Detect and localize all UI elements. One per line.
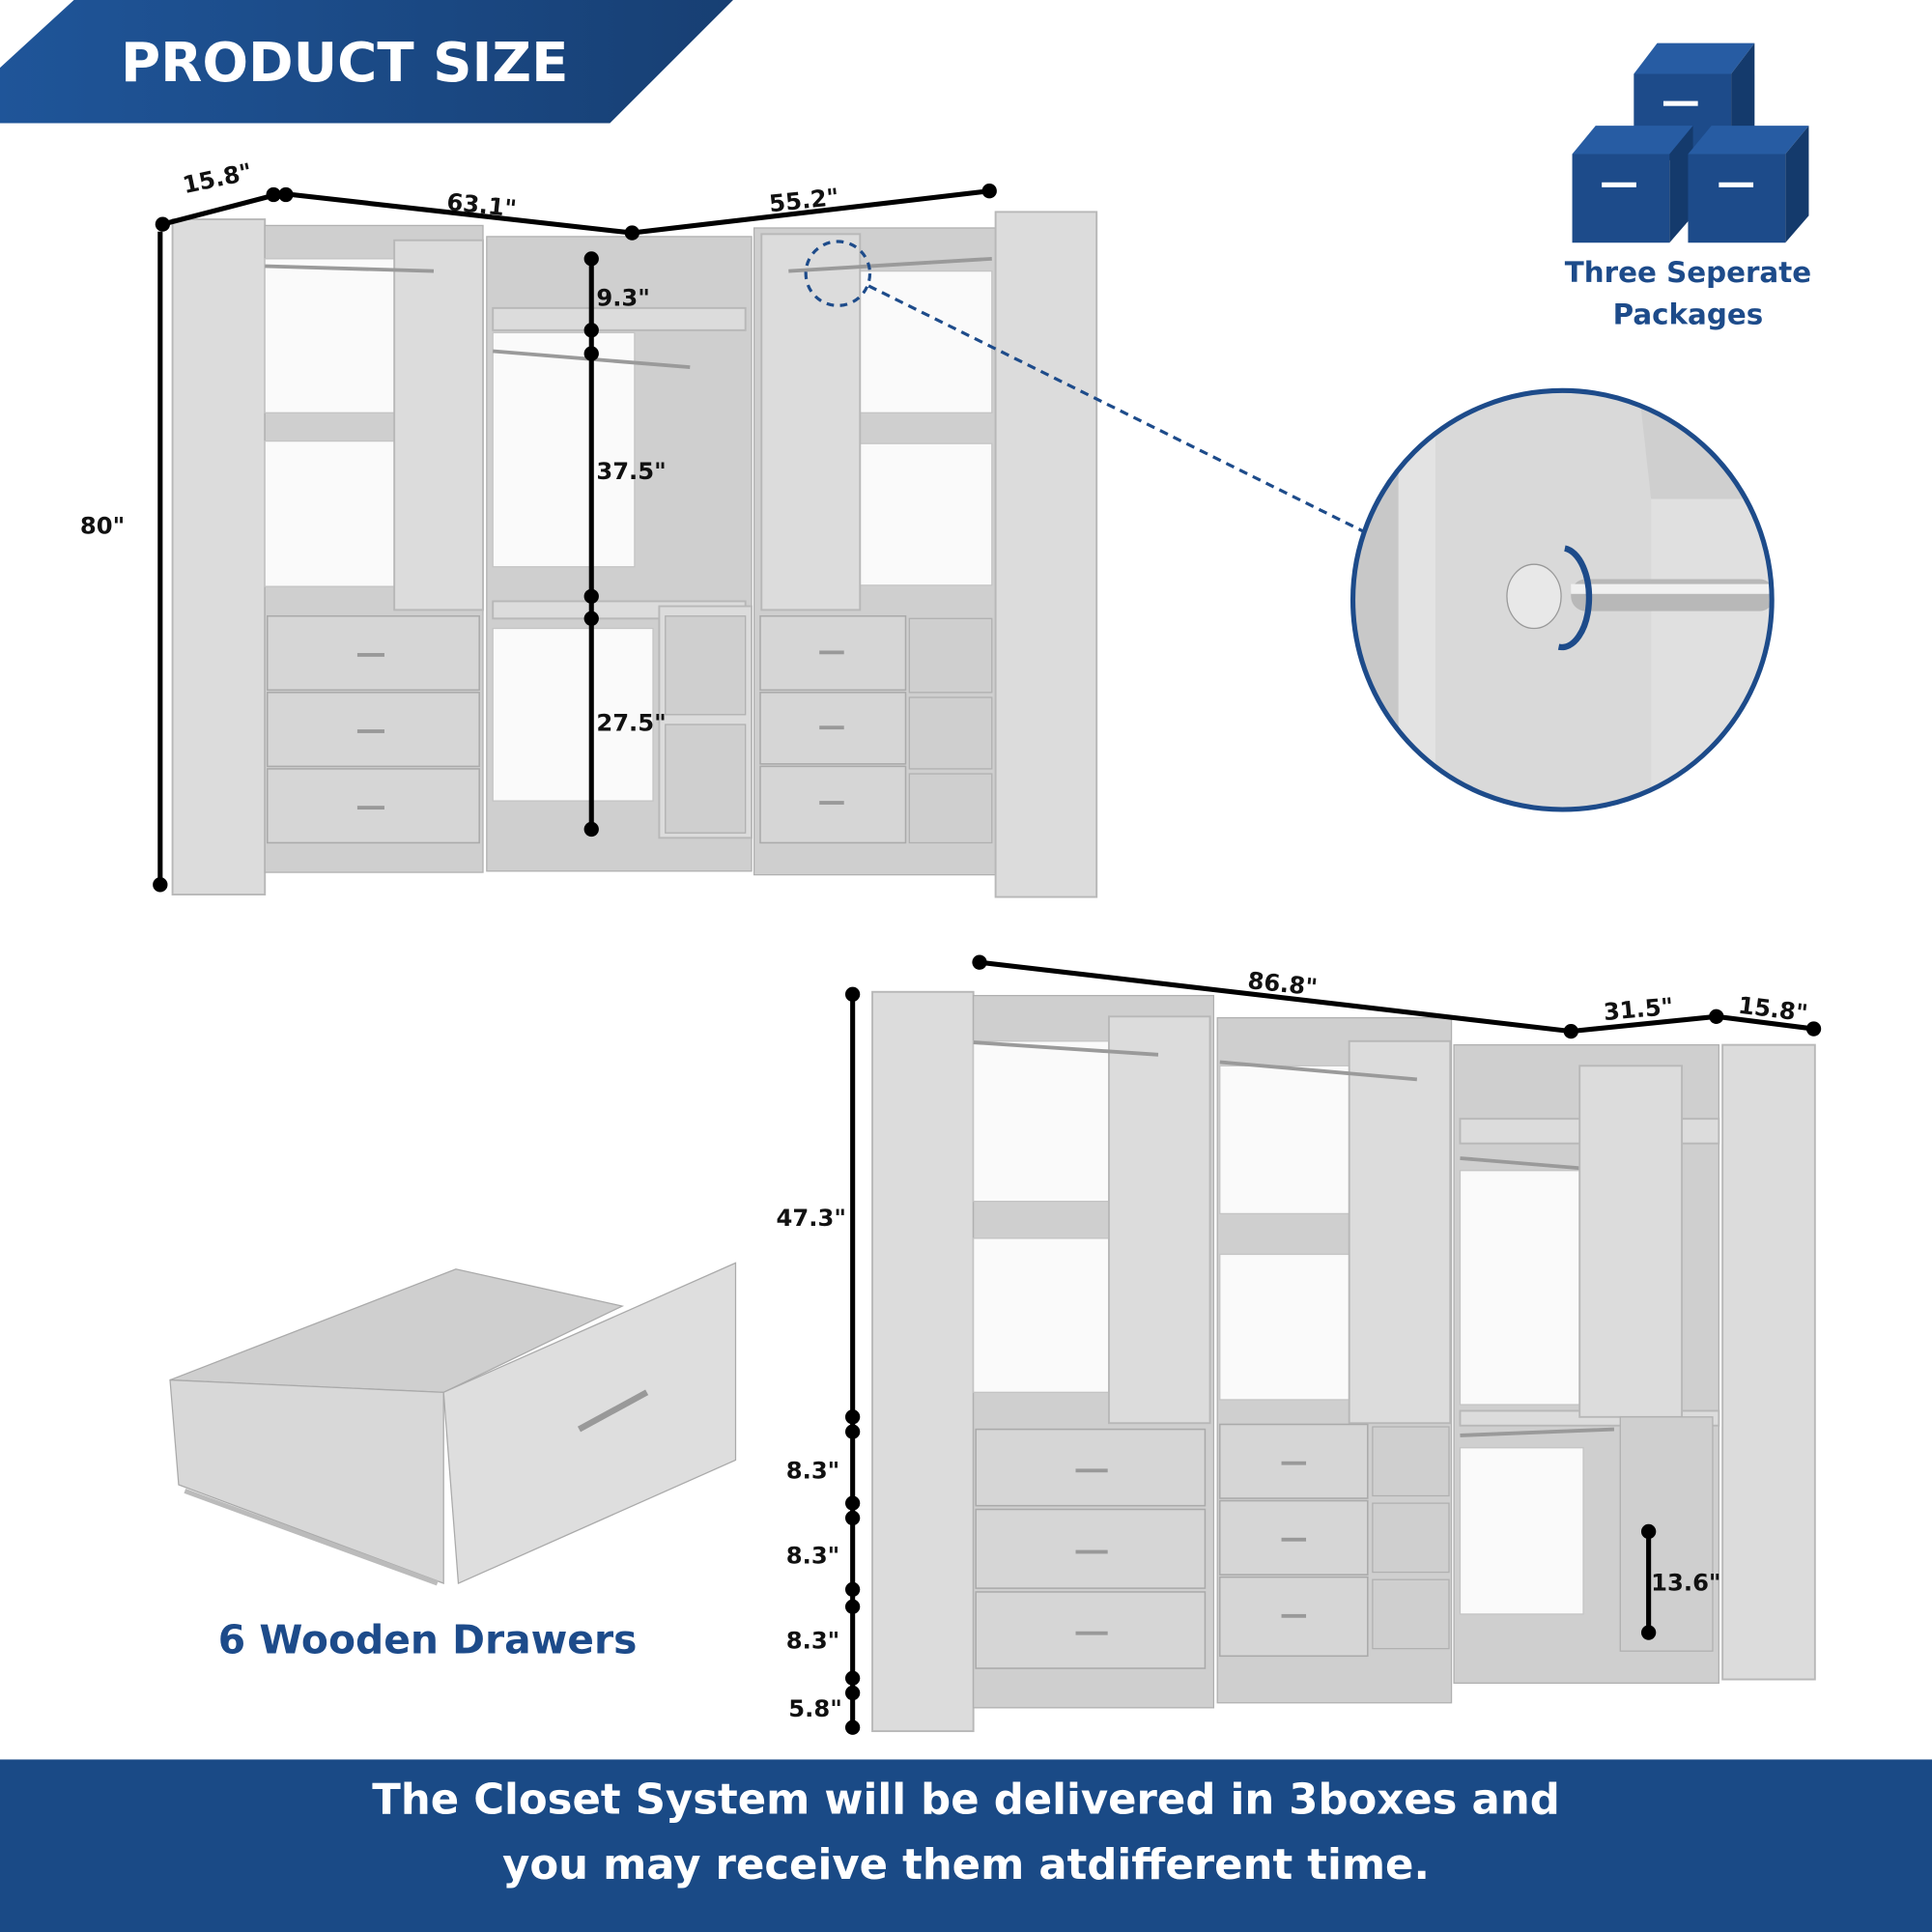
banner-title: PRODUCT SIZE [121, 32, 568, 95]
boxes-icon [1572, 43, 1809, 243]
corner-closet-illustration [171, 211, 1366, 898]
dim-side-width: 31.5" [1603, 993, 1675, 1026]
dim-drawer-2: 8.3" [786, 1543, 840, 1570]
dim-base: 5.8" [788, 1695, 842, 1722]
footer-line2: you may receive them atdifferent time. [502, 1841, 1430, 1889]
dim-drawer-3: 8.3" [786, 1628, 840, 1655]
dim-top-shelf-gap: 9.3" [596, 284, 650, 311]
corner-closet-dimensions [153, 184, 997, 893]
dim-height: 80" [80, 512, 125, 539]
drawers-caption: 6 Wooden Drawers [218, 1617, 638, 1663]
drawer-illustration [169, 1262, 737, 1586]
dim-right-width: 55.2" [768, 184, 840, 217]
dim-lower-hang: 27.5" [596, 709, 666, 736]
product-size-banner: PRODUCT SIZE [0, 0, 733, 124]
delivery-footer: The Closet System will be delivered in 3… [0, 1759, 1932, 1932]
packages-label-line1: Three Seperate [1565, 256, 1811, 289]
dim-upper-hang: 37.5" [596, 458, 666, 485]
rod-detail-zoom [1350, 387, 1775, 812]
dim-upper-height: 47.3" [777, 1205, 846, 1232]
dim-left-width: 63.1" [445, 188, 518, 222]
straight-closet-dimensions [845, 954, 1822, 1735]
dim-drawer-1: 8.3" [786, 1458, 840, 1485]
dim-depth: 15.8" [181, 158, 255, 199]
dim-shelf-gap: 13.6" [1651, 1570, 1720, 1597]
straight-closet-illustration [871, 990, 1816, 1733]
footer-line1: The Closet System will be delivered in 3… [372, 1776, 1559, 1825]
packages-label-line2: Packages [1613, 298, 1764, 330]
